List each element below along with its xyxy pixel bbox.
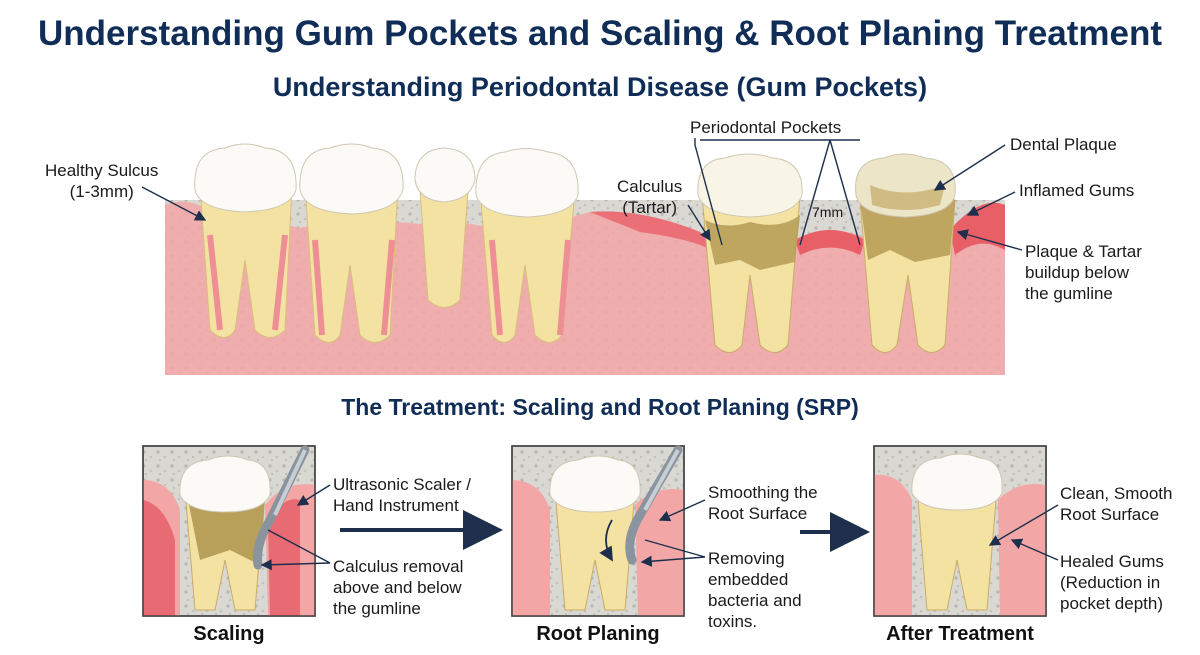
jaw-cross-section — [141, 138, 1023, 375]
removing-bacteria-pointer — [642, 539, 706, 562]
healthy-sulcus-pointer — [141, 186, 207, 221]
plaque-tartar-pointer — [956, 229, 1023, 251]
calculus-removal-label: Calculus removal above and below the gum… — [333, 557, 464, 618]
healthy-tooth-3 — [414, 147, 476, 308]
calculus-removal-pointer — [262, 529, 331, 565]
scaling-title: Scaling — [193, 623, 265, 645]
healthy-tooth-2 — [299, 143, 404, 343]
page-title: Understanding Gum Pockets and Scaling & … — [37, 14, 1163, 53]
root-planing-title: Root Planing — [536, 623, 660, 645]
treatment-section-title: The Treatment: Scaling and Root Planing … — [341, 394, 859, 420]
pocket-depth-label: 7mm — [812, 204, 844, 220]
healed-gums-pointer — [1010, 538, 1059, 561]
smoothing-label: Smoothing the Root Surface — [708, 483, 818, 523]
healed-gums-label: Healed Gums (Reduction in pocket depth) — [1060, 552, 1164, 613]
healthy-tooth-1 — [194, 143, 297, 338]
diseased-tooth-2 — [855, 153, 956, 353]
clean-root-label: Clean, Smooth Root Surface — [1060, 484, 1173, 524]
panel-root-planing — [511, 445, 685, 617]
calculus-label: Calculus (Tartar) — [617, 177, 683, 217]
tartar-buildup-1 — [705, 215, 800, 270]
panel-after-treatment — [873, 445, 1047, 617]
dental-plaque-pointer — [933, 144, 1006, 191]
scaler-label: Ultrasonic Scaler / Hand Instrument — [333, 475, 471, 515]
inflamed-gums-label: Inflamed Gums — [1019, 181, 1135, 200]
plaque-tartar-label: Plaque & Tartar buildup below the gumlin… — [1025, 242, 1142, 303]
inflamed-gums-pointer — [966, 191, 1016, 216]
calculus-pointer — [687, 204, 711, 242]
section-subtitle: Understanding Periodontal Disease (Gum P… — [272, 72, 928, 102]
periodontal-pockets-pointer — [694, 138, 861, 246]
healthy-tooth-4 — [475, 148, 579, 343]
clean-root-pointer — [988, 504, 1059, 546]
removing-bacteria-label: Removing embedded bacteria and toxins. — [708, 549, 802, 631]
after-treatment-title: After Treatment — [886, 623, 1034, 645]
dental-plaque-label: Dental Plaque — [1010, 135, 1117, 154]
periodontal-pockets-label: Periodontal Pockets — [690, 118, 842, 137]
scaler-pointer — [296, 484, 331, 506]
panel-scaling — [142, 445, 316, 617]
healthy-sulcus-label: Healthy Sulcus (1-3mm) — [45, 161, 159, 201]
motion-arrow — [599, 519, 613, 562]
inflamed-gum-middle — [795, 230, 865, 255]
inflamed-gum-left — [590, 211, 720, 255]
tartar-buildup-2 — [860, 200, 955, 262]
smoothing-pointer — [658, 499, 706, 522]
diseased-tooth-1 — [697, 153, 803, 353]
